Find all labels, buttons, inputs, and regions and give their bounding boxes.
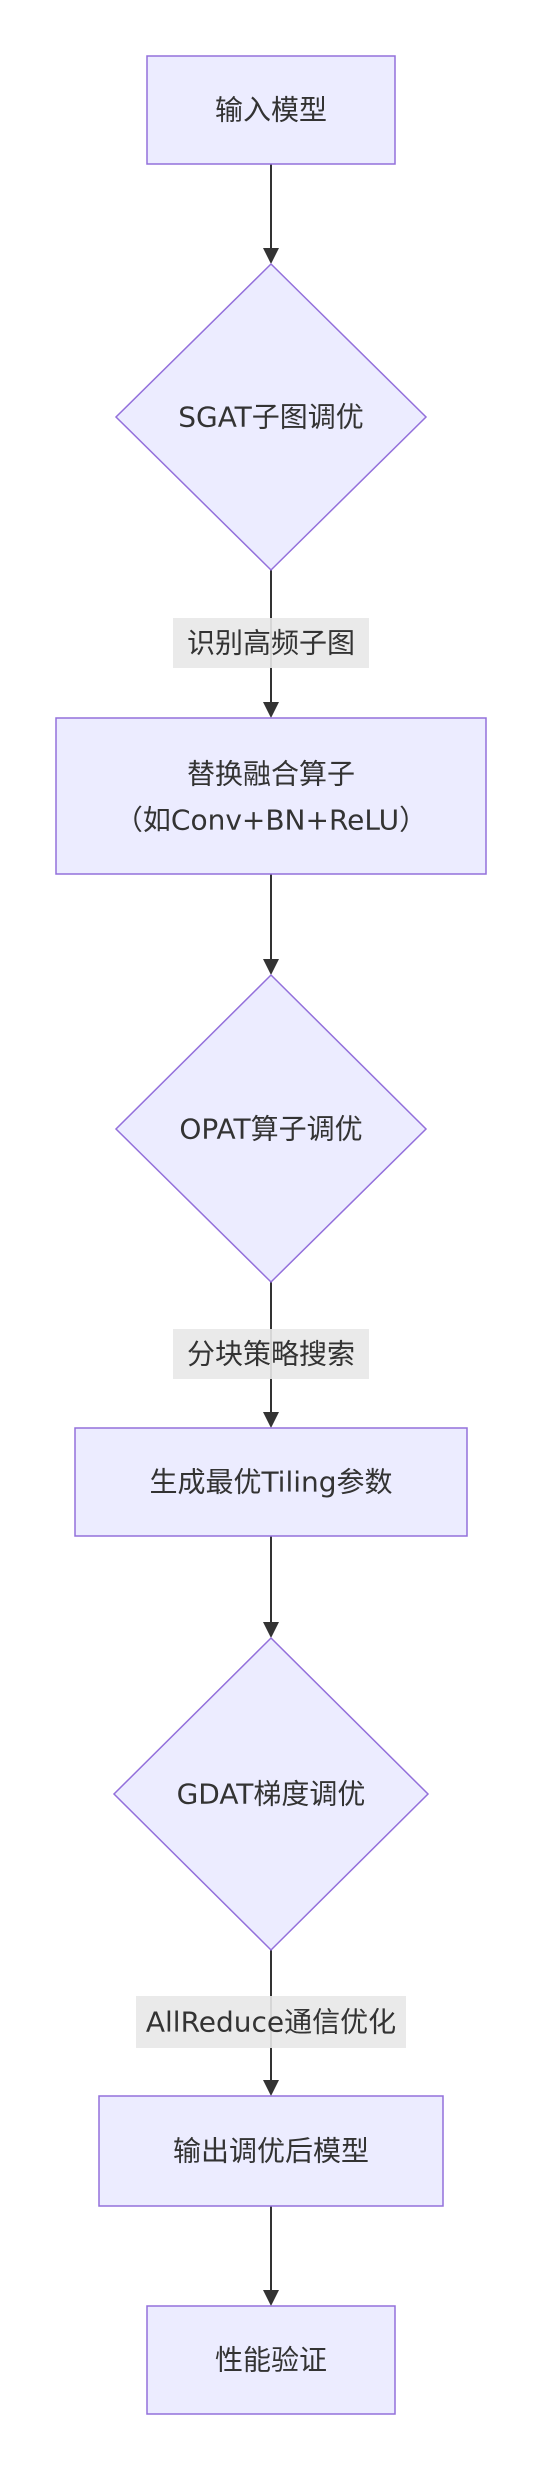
arrowhead (263, 702, 279, 718)
edges (263, 164, 279, 2306)
edge-label-text: 识别高频子图 (187, 627, 355, 660)
node-generate-tiling[interactable]: 生成最优Tiling参数 (74, 1427, 468, 1537)
node-label: OPAT算子调优 (179, 1113, 362, 1146)
edge-label-opat-to-tiling: 分块策略搜索 (173, 1329, 369, 1379)
node-performance-verify[interactable]: 性能验证 (146, 2305, 396, 2415)
arrowhead (263, 959, 279, 975)
node-label: 性能验证 (215, 2344, 327, 2377)
node-label: SGAT子图调优 (178, 401, 364, 434)
node-output-model[interactable]: 输出调优后模型 (98, 2095, 444, 2207)
node-label: GDAT梯度调优 (177, 1778, 366, 1811)
arrowhead (263, 2290, 279, 2306)
node-input-model[interactable]: 输入模型 (146, 55, 396, 165)
node-label-line1: 替换融合算子 (187, 758, 355, 791)
arrowhead (263, 2080, 279, 2096)
node-label-line2: （如Conv+BN+ReLU） (115, 804, 427, 837)
node-sgat-decision[interactable]: SGAT子图调优 (114, 262, 428, 572)
edge-label-gdat-to-output: AllReduce通信优化 (136, 1996, 406, 2048)
arrowhead (263, 1412, 279, 1428)
edge-label-text: 分块策略搜索 (187, 1338, 355, 1371)
arrowhead (263, 1622, 279, 1638)
edge-label-sgat-to-replace: 识别高频子图 (173, 618, 369, 668)
node-label: 输入模型 (215, 94, 327, 127)
node-label: 输出调优后模型 (173, 2135, 369, 2168)
node-gdat-decision[interactable]: GDAT梯度调优 (112, 1636, 430, 1952)
arrowhead (263, 248, 279, 264)
node-opat-decision[interactable]: OPAT算子调优 (114, 973, 428, 1284)
node-replace-fused-operator[interactable]: 替换融合算子 （如Conv+BN+ReLU） (55, 717, 487, 875)
edge-label-text: AllReduce通信优化 (146, 2006, 396, 2039)
node-label: 生成最优Tiling参数 (149, 1466, 392, 1499)
